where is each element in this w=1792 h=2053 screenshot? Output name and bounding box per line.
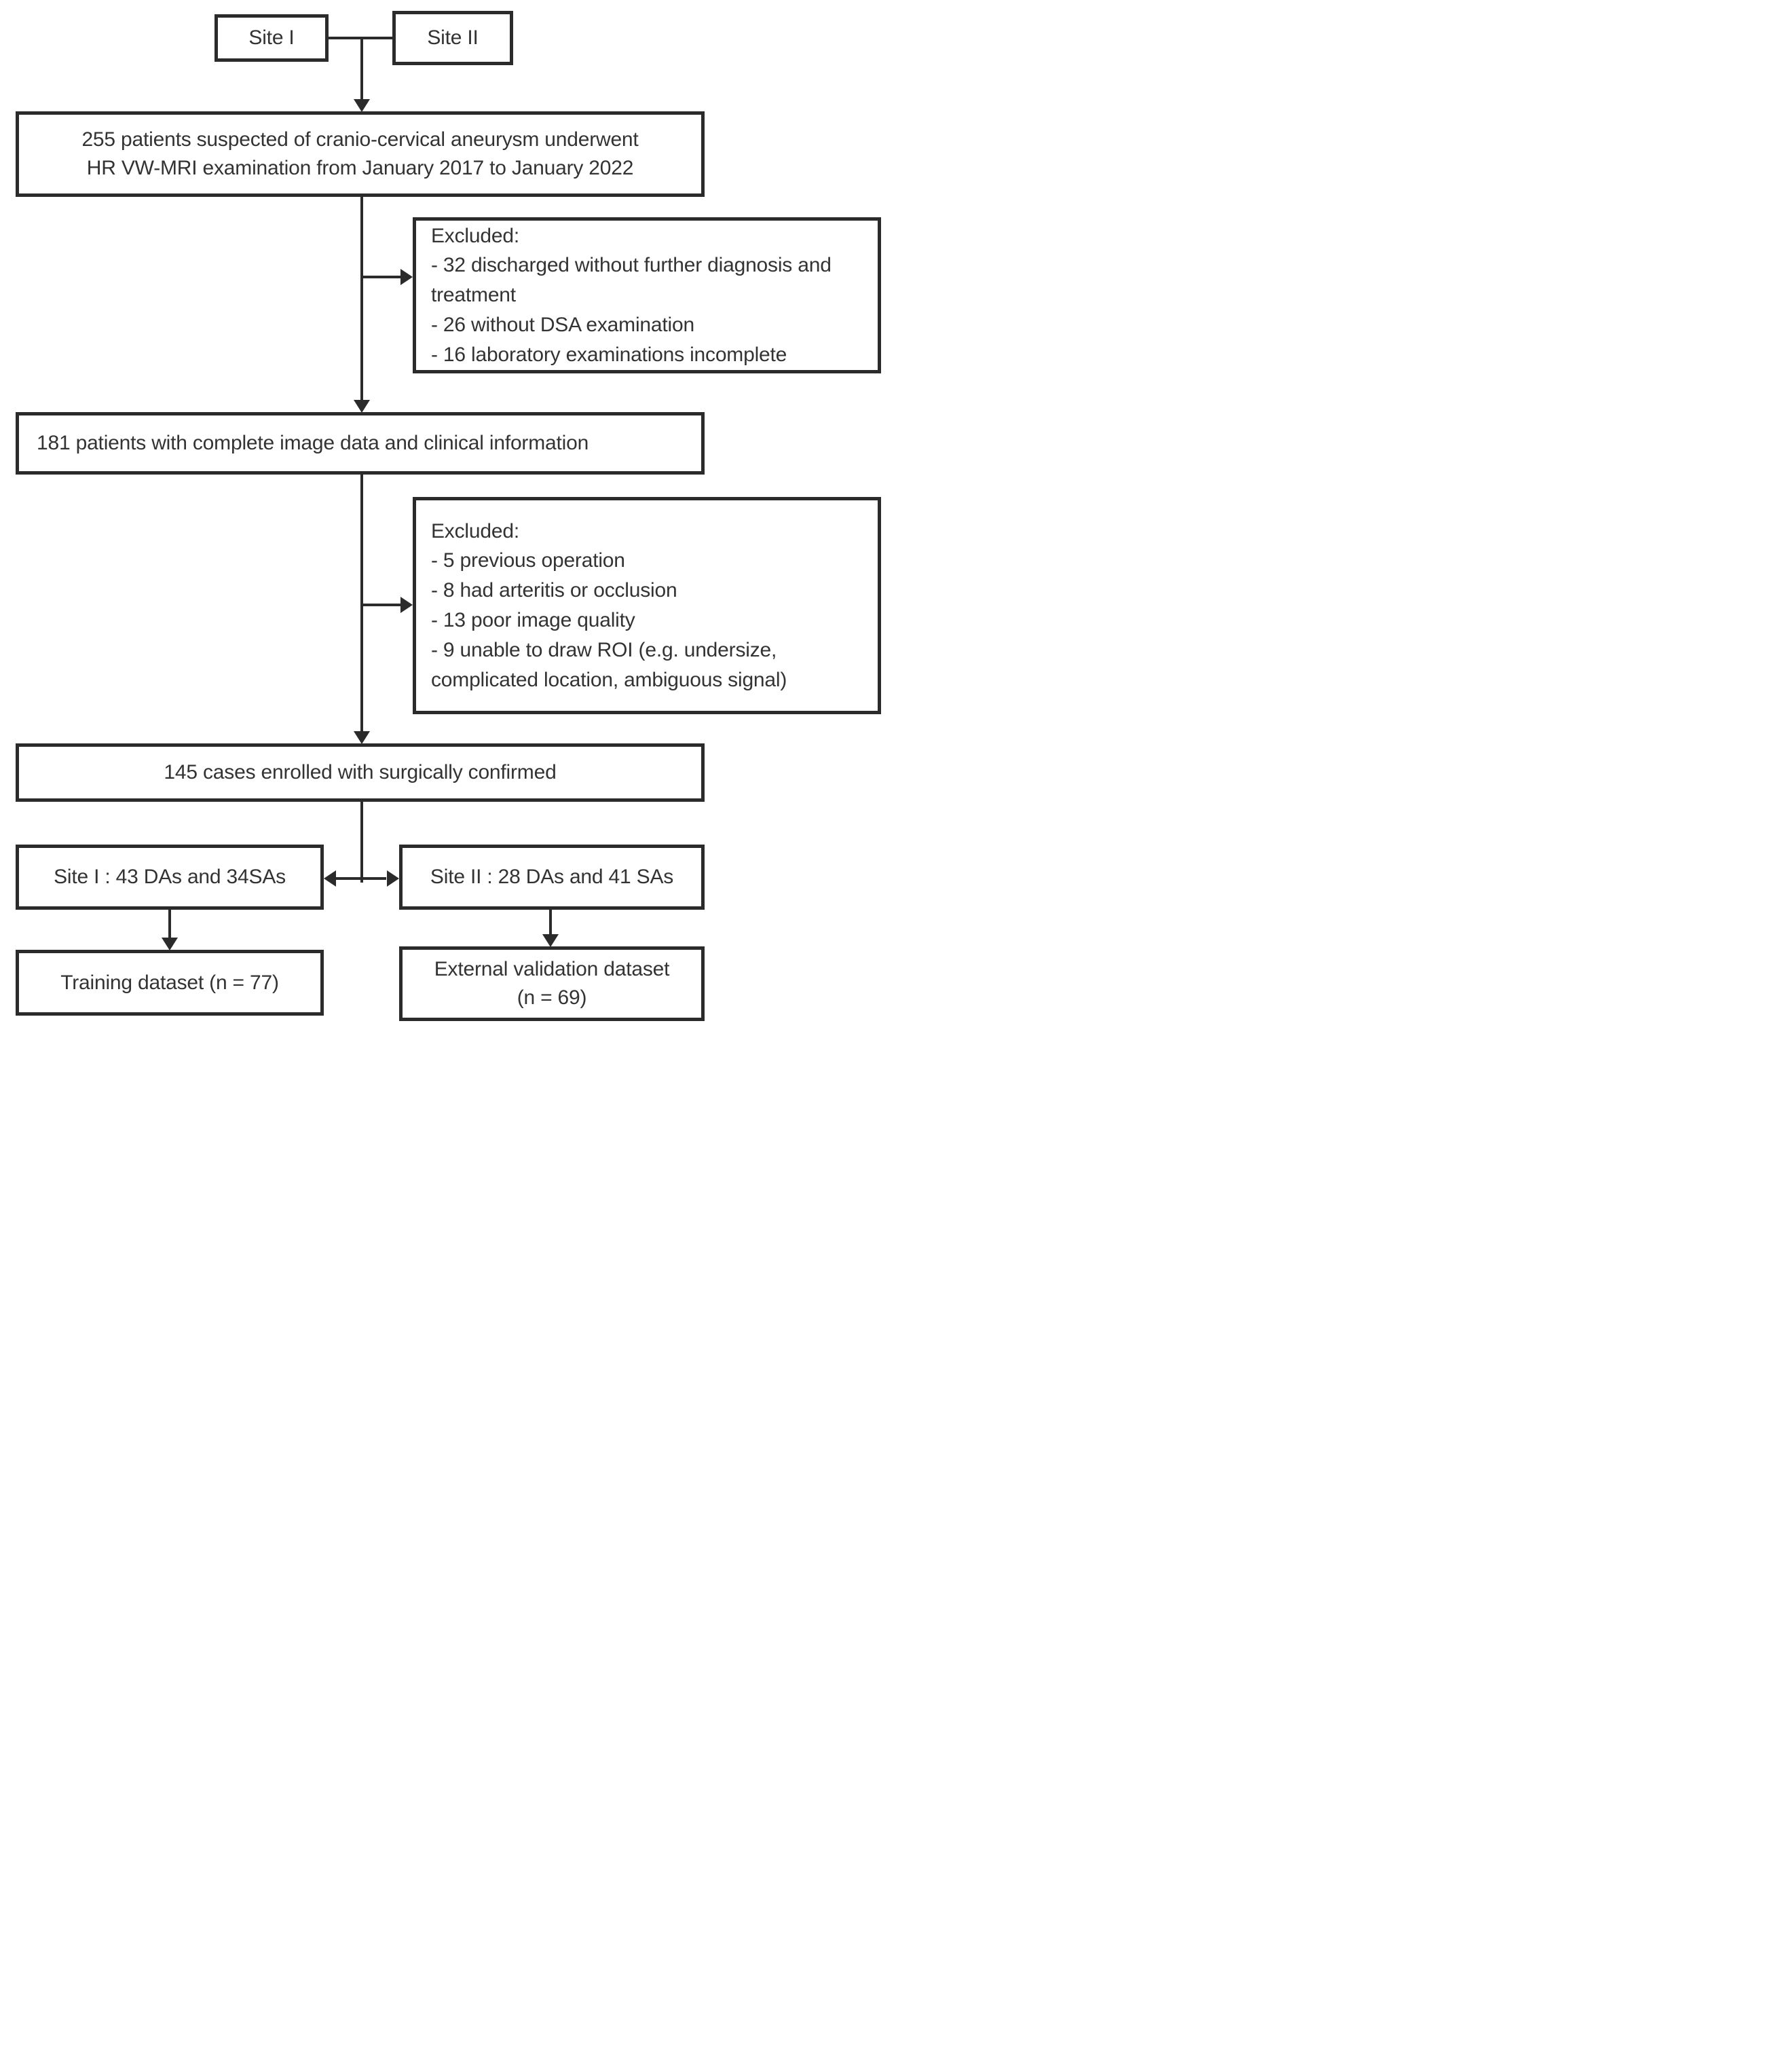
excluded-2-heading: Excluded: (431, 519, 519, 542)
arrow-left-head-split (324, 870, 336, 887)
excluded-1-item: - 16 laboratory examinations incomplete (431, 343, 787, 366)
excluded-1-heading: Excluded: (431, 224, 519, 247)
arrow-right-head-split (387, 870, 399, 887)
excluded-2-box: Excluded: - 5 previous operation - 8 had… (413, 497, 881, 714)
site1-top-label: Site I (248, 26, 295, 49)
external-validation-line1: External validation dataset (434, 958, 670, 980)
cohort-255-line2: HR VW-MRI examination from January 2017 … (86, 157, 634, 179)
cohort-255-line1: 255 patients suspected of cranio-cervica… (81, 128, 639, 151)
stem-line-2 (360, 197, 363, 400)
external-validation-box: External validation dataset (n = 69) (399, 946, 705, 1021)
enrollment-flowchart: Site I Site II 255 patients suspected of… (0, 0, 896, 1026)
excluded-2-item: - 5 previous operation (431, 549, 625, 572)
top-connector-line (329, 37, 392, 39)
stem-line-4 (360, 802, 363, 883)
arrow-down-head-4 (162, 938, 178, 950)
split-arrow-shaft (335, 877, 386, 880)
branch-line-2 (362, 604, 400, 606)
split-site1-box: Site I : 43 DAs and 34SAs (16, 845, 324, 910)
split-site2-box: Site II : 28 DAs and 41 SAs (399, 845, 705, 910)
excluded-1-box: Excluded: - 32 discharged without furthe… (413, 217, 881, 373)
training-arrow-line (168, 910, 171, 938)
stem-line-3 (360, 475, 363, 731)
arrow-down-head-2 (354, 400, 370, 413)
site1-top-box: Site I (214, 14, 329, 62)
excluded-1-item: - 26 without DSA examination (431, 313, 694, 336)
arrow-down-head-1 (354, 99, 370, 112)
cohort-255-box: 255 patients suspected of cranio-cervica… (16, 111, 705, 197)
external-validation-line2: (n = 69) (517, 986, 587, 1009)
training-dataset-text: Training dataset (n = 77) (60, 971, 279, 994)
stem-line-1 (360, 39, 363, 99)
cohort-181-box: 181 patients with complete image data an… (16, 412, 705, 475)
excluded-2-item: - 8 had arteritis or occlusion (431, 579, 677, 602)
excluded-2-item: - 9 unable to draw ROI (e.g. undersize, … (431, 638, 787, 691)
cohort-181-text: 181 patients with complete image data an… (37, 432, 589, 455)
training-dataset-box: Training dataset (n = 77) (16, 950, 324, 1016)
arrow-down-head-5 (542, 934, 559, 947)
site2-top-box: Site II (392, 11, 513, 65)
excluded-2-item: - 13 poor image quality (431, 609, 635, 631)
arrow-down-head-3 (354, 731, 370, 744)
arrow-right-head-1 (400, 269, 413, 285)
arrow-right-head-2 (400, 597, 413, 613)
branch-line-1 (362, 276, 400, 278)
excluded-1-item: - 32 discharged without further diagnosi… (431, 254, 832, 307)
site2-top-label: Site II (427, 26, 479, 49)
cohort-145-text: 145 cases enrolled with surgically confi… (164, 761, 557, 783)
cohort-145-box: 145 cases enrolled with surgically confi… (16, 743, 705, 802)
external-arrow-line (549, 910, 552, 934)
split-site2-text: Site II : 28 DAs and 41 SAs (430, 866, 674, 888)
split-site1-text: Site I : 43 DAs and 34SAs (54, 866, 286, 888)
